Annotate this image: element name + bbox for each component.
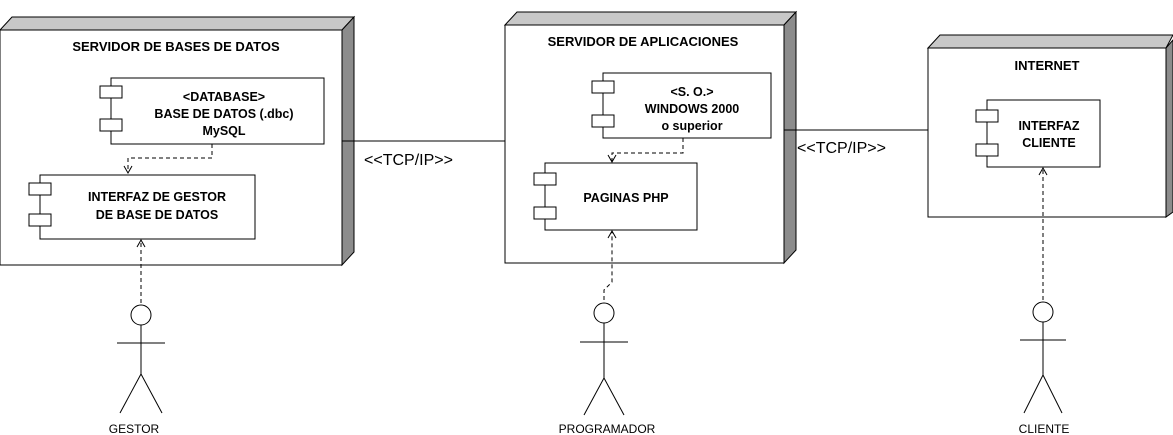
arrowhead-icon xyxy=(123,165,133,175)
component-tab-icon xyxy=(975,143,999,157)
component-php-pages-body xyxy=(544,162,698,231)
component-client-interface-body xyxy=(986,99,1101,168)
component-os-line-1: <S. O.> xyxy=(670,85,713,99)
node-internet-side xyxy=(1165,39,1173,218)
component-tab-icon xyxy=(28,182,52,196)
component-database-line-3: MySQL xyxy=(202,124,245,138)
component-client-interface-line-2: CLIENTE xyxy=(1022,136,1075,150)
actor-gestor xyxy=(117,304,165,414)
component-tab-icon xyxy=(975,109,999,123)
actor-programador xyxy=(580,302,628,416)
node-db-server-title: SERVIDOR DE BASES DE DATOS xyxy=(72,39,280,54)
component-database-line-1: <DATABASE> xyxy=(183,90,265,104)
node-db-server-top xyxy=(0,16,356,31)
actor-head-icon xyxy=(1032,301,1054,323)
arrowhead-icon xyxy=(607,154,617,164)
dependency-gestor-to-interface xyxy=(136,238,146,303)
component-database-line-2: BASE DE DATOS (.dbc) xyxy=(154,107,293,121)
component-os-line-3: o superior xyxy=(661,119,722,133)
actor-cliente-label: CLIENTE xyxy=(1019,422,1070,435)
node-internet-top xyxy=(926,34,1173,49)
component-tab-icon xyxy=(28,213,52,227)
component-tab-icon xyxy=(533,172,557,186)
component-os-body xyxy=(602,72,772,139)
actor-cliente xyxy=(1020,301,1066,414)
component-tab-icon xyxy=(591,80,615,94)
component-os: <S. O.> WINDOWS 2000 o superior xyxy=(591,72,772,139)
component-client-interface-line-1: INTERFAZ xyxy=(1018,119,1079,133)
node-internet-title: INTERNET xyxy=(1015,58,1080,73)
component-db-interface: INTERFAZ DE GESTOR DE BASE DE DATOS xyxy=(28,174,256,240)
arrowhead-icon xyxy=(1038,166,1048,176)
component-php-pages-line-1: PAGINAS PHP xyxy=(583,191,668,205)
link-app-to-internet-label: <<TCP/IP>> xyxy=(797,140,886,157)
dependency-programador-to-php xyxy=(603,229,617,300)
component-tab-icon xyxy=(99,118,123,132)
node-app-server-side xyxy=(783,10,797,265)
link-app-to-internet: <<TCP/IP>> xyxy=(784,129,928,157)
actor-head-icon xyxy=(593,302,615,324)
actor-programador-label: PROGRAMADOR xyxy=(559,422,656,435)
link-db-to-app-label: <<TCP/IP>> xyxy=(364,152,453,169)
link-db-to-app: <<TCP/IP>> xyxy=(342,140,505,169)
component-db-interface-line-2: DE BASE DE DATOS xyxy=(96,208,218,222)
actor-head-icon xyxy=(130,304,152,326)
component-db-interface-line-1: INTERFAZ DE GESTOR xyxy=(88,190,226,204)
arrowhead-icon xyxy=(136,238,146,248)
arrowhead-icon xyxy=(607,229,617,239)
dependency-os-to-php xyxy=(607,138,684,164)
component-php-pages: PAGINAS PHP xyxy=(533,162,698,231)
dependency-database-to-interface xyxy=(123,144,213,175)
component-os-line-2: WINDOWS 2000 xyxy=(645,102,740,116)
component-database-body xyxy=(110,77,325,145)
component-tab-icon xyxy=(591,114,615,128)
dependency-cliente-to-client-interface xyxy=(1038,166,1048,300)
component-database: <DATABASE> BASE DE DATOS (.dbc) MySQL xyxy=(99,77,325,145)
component-tab-icon xyxy=(533,206,557,220)
node-app-server-top xyxy=(503,11,798,26)
node-app-server-title: SERVIDOR DE APLICACIONES xyxy=(548,34,739,49)
actor-gestor-label: GESTOR xyxy=(109,422,160,435)
component-db-interface-body xyxy=(39,174,256,240)
component-client-interface: INTERFAZ CLIENTE xyxy=(975,99,1101,168)
component-tab-icon xyxy=(99,85,123,99)
